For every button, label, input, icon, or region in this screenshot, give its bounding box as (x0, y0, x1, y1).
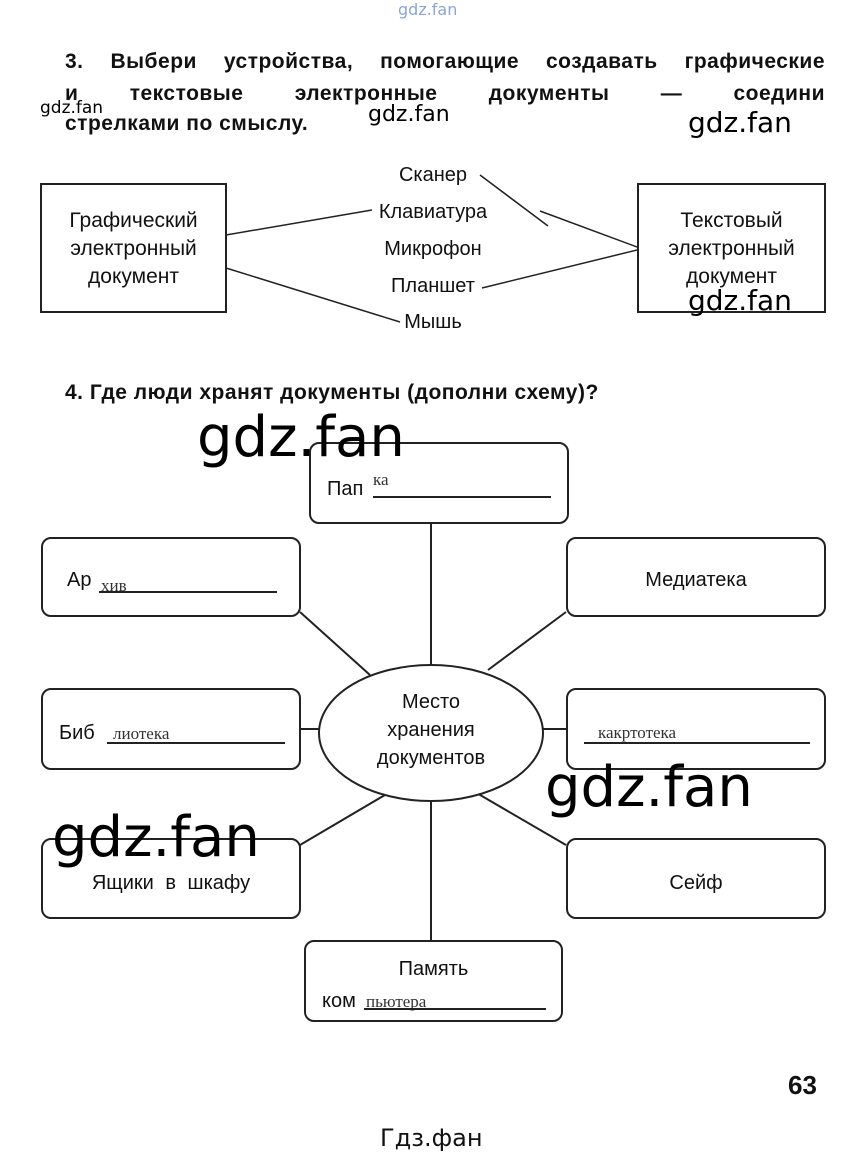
text-document-box: Текстовый электронный документ (637, 183, 826, 313)
printed-text: ком (322, 990, 356, 1012)
center-line: документов (376, 747, 486, 769)
device-mouse: Мышь (404, 311, 462, 333)
watermark: gdz.fan (688, 106, 792, 139)
answer-line (373, 496, 551, 498)
watermark: gdz.fan (197, 405, 405, 470)
printed-text: Ящики в шкафу (91, 872, 251, 894)
watermark: gdz.fan (52, 805, 260, 870)
answer-line (364, 1008, 546, 1010)
device-tablet: Планшет (391, 275, 475, 297)
task4-number: 4. (65, 381, 84, 404)
watermark: gdz.fan (40, 98, 104, 118)
box-line: Текстовый (680, 209, 783, 232)
task4-text: Где люди хранят документы (дополни схему… (89, 381, 599, 404)
box-drawers: Ящики в шкафу (41, 838, 301, 919)
task3-text: Выбери устройства, помогающие создавать … (110, 50, 826, 73)
center-oval (318, 664, 544, 802)
printed-text: Сейф (669, 872, 723, 894)
task3-number: 3. (65, 50, 84, 73)
answer-line (584, 742, 810, 744)
link-left1 (299, 611, 371, 676)
watermark: gdz.fan (688, 284, 792, 317)
center-line: Место (401, 691, 461, 713)
printed-text: Пап (327, 478, 364, 500)
center-label: Место хранения документов (319, 688, 543, 772)
graphic-document-box: Графический электронный документ (40, 183, 227, 313)
task3-line2: и текстовые электронные документы — соед… (65, 82, 825, 105)
page-number: 63 (788, 1070, 817, 1100)
task3-line1: 3. Выбери устройства, помогающие создава… (65, 50, 825, 74)
link-right3 (474, 791, 567, 846)
watermark: gdz.fan (368, 102, 450, 127)
box-computer-memory: Память ком пьютера (304, 940, 563, 1022)
header-watermark: gdz.fan (398, 0, 458, 19)
line-graphic-mouse (225, 267, 401, 323)
answer-line (99, 591, 277, 593)
device-keyboard: Клавиатура (378, 201, 488, 223)
footer-watermark: Гдз.фан (380, 1124, 483, 1152)
handwritten-answer: пьютера (366, 992, 427, 1011)
line-graphic-keyboard (225, 209, 373, 236)
printed-text: Биб (59, 722, 95, 744)
box-archive: Ар хив (41, 537, 301, 617)
box-card-index: какртотека (566, 688, 826, 770)
box-line: документ (88, 265, 179, 288)
box-line: документ (686, 265, 777, 288)
box-library: Биб лиотека (41, 688, 301, 770)
task4-title: 4. Где люди хранят документы (дополни сх… (65, 381, 599, 405)
link-right1 (487, 611, 567, 671)
handwritten-answer: хив (101, 576, 127, 595)
line-scanner-text (479, 174, 549, 227)
device-microphone: Микрофон (384, 238, 482, 260)
box-line: электронный (668, 237, 795, 260)
device-scanner: Сканер (398, 164, 468, 186)
center-line: хранения (387, 719, 475, 741)
link-left3 (299, 791, 391, 846)
printed-text: Память (398, 958, 469, 980)
box-line: Графический (69, 209, 198, 232)
handwritten-answer: какртотека (598, 723, 677, 742)
handwritten-answer: лиотека (113, 724, 170, 743)
box-safe: Сейф (566, 838, 826, 919)
line-tablet-text (481, 249, 638, 289)
box-folder: Пап ка (309, 442, 569, 524)
box-media-library: Медиатека (566, 537, 826, 617)
handwritten-answer: ка (373, 470, 389, 489)
watermark: gdz.fan (545, 755, 753, 820)
line-scanner-text-2 (539, 210, 638, 248)
printed-text: Медиатека (645, 569, 747, 591)
task3-line3: стрелками по смыслу. (65, 112, 309, 135)
answer-line (107, 742, 285, 744)
box-line: электронный (70, 237, 197, 260)
printed-text: Ар (67, 569, 92, 591)
